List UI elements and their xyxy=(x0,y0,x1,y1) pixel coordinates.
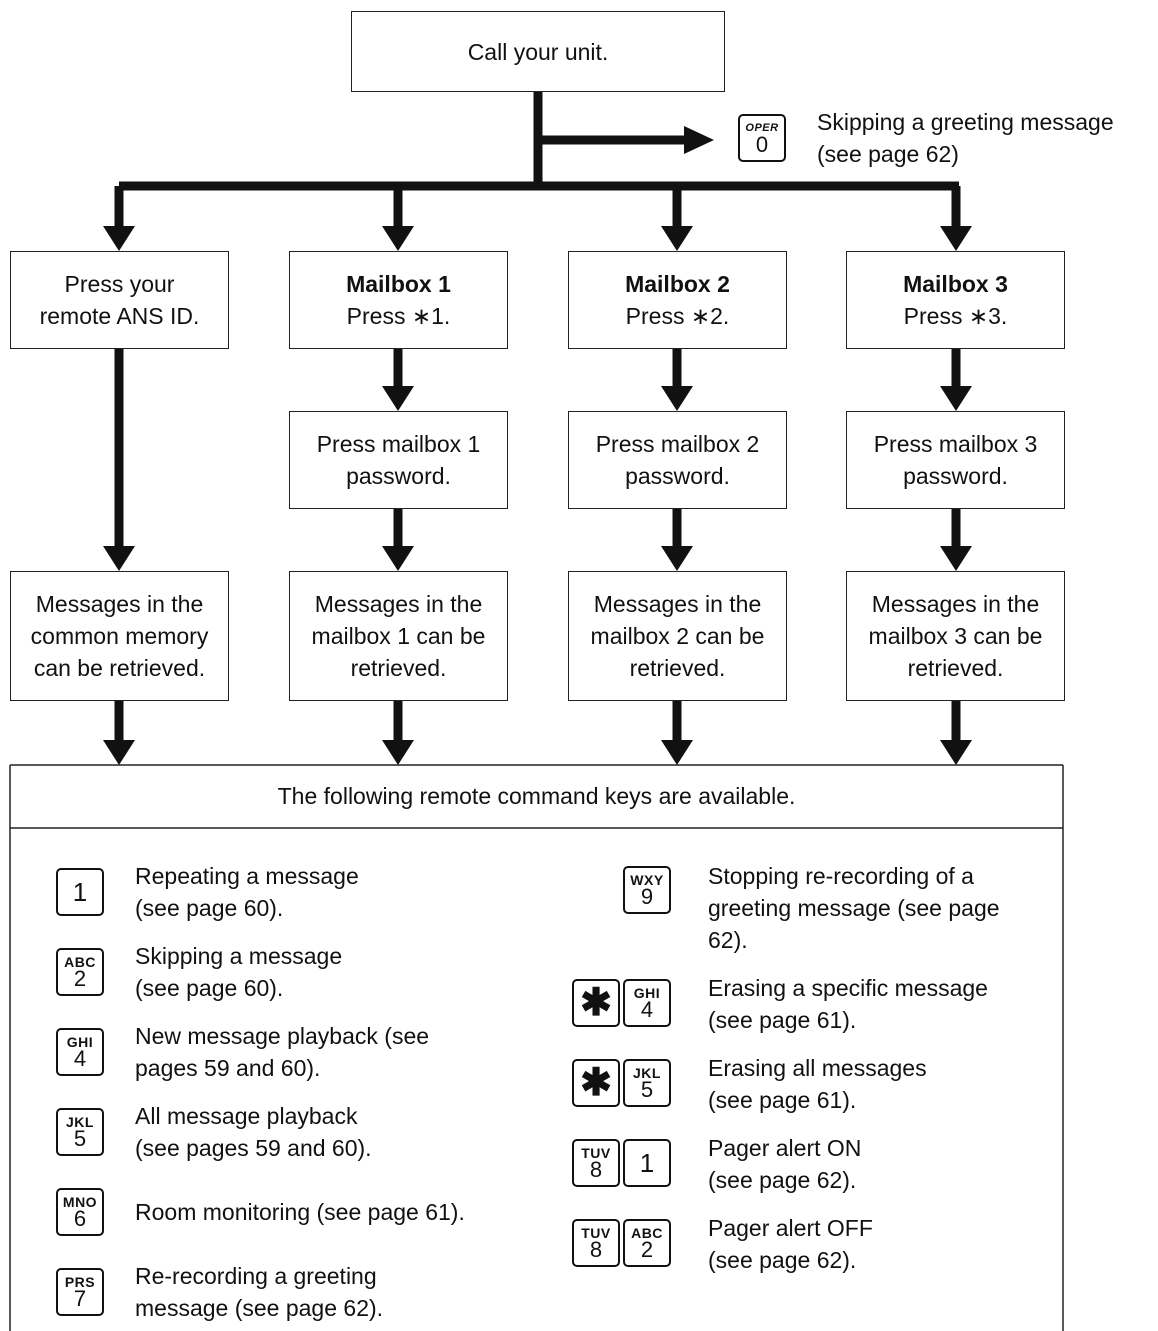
commands-header: The following remote command keys are av… xyxy=(277,783,796,809)
mailbox-2-result-box: Messages in the mailbox 2 can be retriev… xyxy=(568,571,787,701)
cmd-rerecord-desc: Re-recording a greeting message (see pag… xyxy=(135,1263,384,1321)
key-6: MNO 6 xyxy=(56,1188,104,1236)
arrow-head xyxy=(661,546,693,571)
key-star: ✱ xyxy=(572,1059,620,1107)
arrow-head xyxy=(382,740,414,765)
cmd-room-monitor-desc: Room monitoring (see page 61). xyxy=(135,1199,465,1225)
mailbox-3-result-box: Messages in the mailbox 3 can be retriev… xyxy=(846,571,1065,701)
key-8: TUV 8 xyxy=(572,1219,620,1267)
key-2: ABC 2 xyxy=(56,948,104,996)
key-5: JKL 5 xyxy=(56,1108,104,1156)
key-7: PRS 7 xyxy=(56,1268,104,1316)
call-unit-box: Call your unit. xyxy=(351,11,725,92)
cmd-repeat-desc: Repeating a message (see page 60). xyxy=(135,863,359,921)
call-unit-label: Call your unit. xyxy=(467,38,609,65)
key-4: GHI 4 xyxy=(56,1028,104,1076)
cmd-skip-desc: Skipping a message (see page 60). xyxy=(135,943,343,1001)
cmd-all-playback-desc: All message playback (see pages 59 and 6… xyxy=(135,1103,372,1161)
arrow-head xyxy=(103,546,135,571)
arrow-head xyxy=(661,226,693,251)
key-1: 1 xyxy=(56,868,104,916)
mailbox-2-password-box: Press mailbox 2 password. xyxy=(568,411,787,509)
mailbox-1-password-box: Press mailbox 1 password. xyxy=(289,411,508,509)
key-8: TUV 8 xyxy=(572,1139,620,1187)
mailbox-2-box: Mailbox 2 Press ∗2. xyxy=(568,251,787,349)
mailbox-1-result-box: Messages in the mailbox 1 can be retriev… xyxy=(289,571,508,701)
arrow-head xyxy=(103,226,135,251)
key-4: GHI 4 xyxy=(623,979,671,1027)
cmd-new-playback-desc: New message playback (see pages 59 and 6… xyxy=(135,1023,430,1081)
arrow-head xyxy=(382,226,414,251)
arrow-head xyxy=(382,546,414,571)
arrow-head xyxy=(940,740,972,765)
key-5: JKL 5 xyxy=(623,1059,671,1107)
arrow-head xyxy=(382,386,414,411)
arrow-head xyxy=(940,226,972,251)
cmd-stop-rerecord-desc: Stopping re-recording of a greeting mess… xyxy=(708,863,1000,953)
arrow-head xyxy=(661,386,693,411)
cmd-pager-off-desc: Pager alert OFF (see page 62). xyxy=(708,1215,873,1273)
arrow-head xyxy=(684,126,714,154)
mailbox-3-box: Mailbox 3 Press ∗3. xyxy=(846,251,1065,349)
arrow-head xyxy=(940,386,972,411)
cmd-erase-specific-desc: Erasing a specific message (see page 61)… xyxy=(708,975,988,1033)
cmd-erase-all-desc: Erasing all messages (see page 61). xyxy=(708,1055,927,1113)
mailbox-1-box: Mailbox 1 Press ∗1. xyxy=(289,251,508,349)
mailbox-3-password-box: Press mailbox 3 password. xyxy=(846,411,1065,509)
common-memory-result-box: Messages in the common memory can be ret… xyxy=(10,571,229,701)
skip-greeting-desc: Skipping a greeting message (see page 62… xyxy=(817,109,1114,167)
key-9: WXY 9 xyxy=(623,866,671,914)
arrow-head xyxy=(103,740,135,765)
key-star: ✱ xyxy=(572,979,620,1027)
arrow-head xyxy=(661,740,693,765)
key-oper-0: OPER 0 xyxy=(738,114,786,162)
key-2: ABC 2 xyxy=(623,1219,671,1267)
remote-ans-id-box: Press your remote ANS ID. xyxy=(10,251,229,349)
key-1: 1 xyxy=(623,1139,671,1187)
cmd-pager-on-desc: Pager alert ON (see page 62). xyxy=(708,1135,862,1193)
arrow-head xyxy=(940,546,972,571)
